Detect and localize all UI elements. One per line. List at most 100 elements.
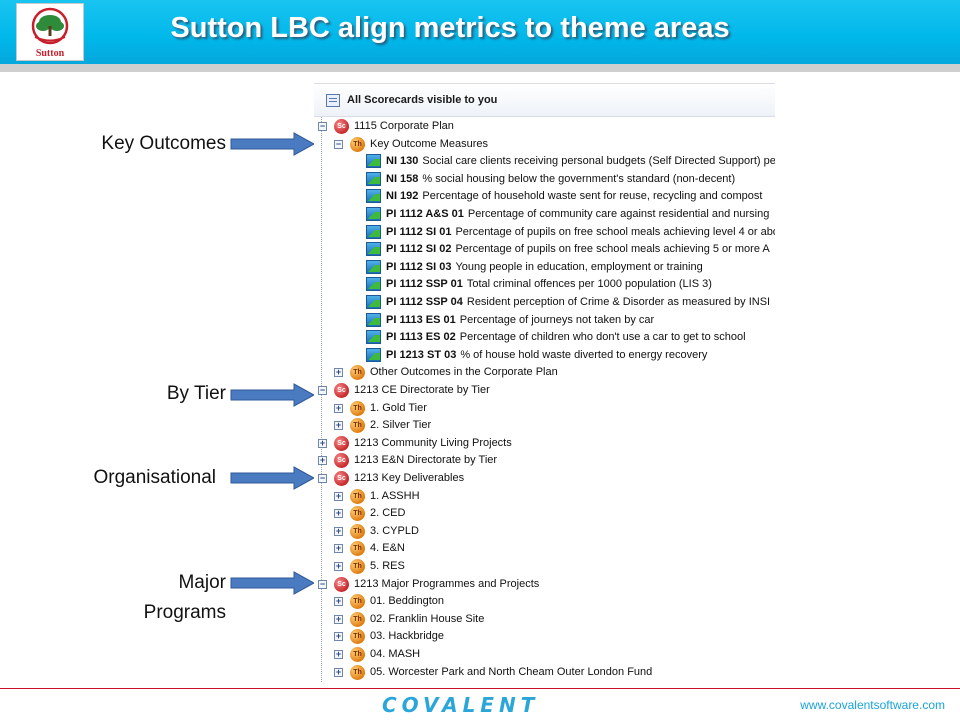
- item-text: 1115 Corporate Plan: [354, 120, 454, 132]
- item-text: 01. Beddington: [370, 595, 445, 608]
- arrow-right-icon: [230, 571, 316, 595]
- tree-theme-item[interactable]: + Th 01. Beddington: [314, 593, 775, 610]
- tree-item-label: PI 1213 ST 03% of house hold waste diver…: [386, 347, 707, 364]
- sutton-logo: Sutton: [16, 3, 84, 61]
- collapse-icon[interactable]: −: [318, 121, 327, 131]
- kpi-chart-icon: [366, 312, 381, 327]
- expand-icon[interactable]: +: [334, 508, 343, 519]
- tree-item-label: 1213 Major Programmes and Projects: [354, 576, 539, 593]
- tree-item-label: 4. E&N: [370, 540, 405, 557]
- page-title: Sutton LBC align metrics to theme areas: [170, 12, 730, 44]
- tree-theme-item[interactable]: + Th 04. MASH: [314, 646, 775, 663]
- expand-icon[interactable]: +: [334, 613, 343, 624]
- arrow-right-icon: [230, 466, 316, 490]
- item-text: 1213 Community Living Projects: [354, 436, 512, 449]
- kpi-chart-icon: [366, 277, 381, 292]
- expand-icon[interactable]: +: [334, 543, 343, 554]
- tree-item-label: Other Outcomes in the Corporate Plan: [370, 364, 558, 381]
- expand-icon[interactable]: +: [334, 649, 343, 659]
- kpi-code: PI 1112 SI 01: [386, 225, 452, 238]
- tree-guide-line: [321, 117, 322, 682]
- tree-item-label: 01. Beddington: [370, 593, 444, 610]
- label-major: Major: [178, 572, 226, 593]
- theme-icon: Th: [350, 647, 365, 662]
- kpi-code: PI 1112 SI 02: [386, 243, 452, 256]
- item-text: Percentage of pupils on free school meal…: [455, 225, 775, 238]
- item-text: % social housing below the government's …: [422, 172, 736, 185]
- tree-kpi-item[interactable]: NI 158% social housing below the governm…: [314, 171, 775, 188]
- scorecard-tree-header[interactable]: All Scorecards visible to you: [314, 83, 775, 117]
- item-text: Social care clients receiving personal b…: [422, 155, 775, 168]
- footer-url[interactable]: www.covalentsoftware.com: [800, 698, 945, 712]
- item-text: Key Outcome Measures: [370, 137, 488, 150]
- item-text: Percentage of children who don't use a c…: [459, 331, 746, 344]
- item-text: Young people in education, employment or…: [455, 260, 703, 273]
- collapse-icon[interactable]: −: [318, 578, 327, 589]
- expand-icon[interactable]: +: [334, 490, 343, 501]
- kpi-code: PI 1113 ES 02: [386, 331, 456, 344]
- expand-icon[interactable]: +: [334, 367, 343, 378]
- tree-kpi-item[interactable]: PI 1213 ST 03% of house hold waste diver…: [314, 347, 775, 364]
- expand-icon[interactable]: +: [334, 666, 343, 677]
- item-text: 1213 E&N Directorate by Tier: [354, 454, 498, 467]
- expand-icon[interactable]: +: [334, 596, 343, 607]
- tree-item-label: 2. Silver Tier: [370, 417, 431, 434]
- collapse-icon[interactable]: −: [318, 385, 327, 395]
- tree-item-label: 04. MASH: [370, 646, 420, 663]
- tree-scorecard-item[interactable]: + Sc 1213 Community Living Projects: [314, 435, 775, 452]
- expand-icon[interactable]: +: [318, 437, 327, 448]
- item-text: 1. ASSHH: [370, 489, 420, 502]
- scorecard-tree-title: All Scorecards visible to you: [347, 94, 498, 106]
- collapse-icon[interactable]: −: [318, 473, 327, 483]
- expand-icon[interactable]: +: [318, 455, 327, 466]
- collapse-icon[interactable]: −: [334, 138, 343, 149]
- kpi-code: PI 1112 A&S 01: [386, 208, 464, 220]
- label-organisational: Organisational: [93, 467, 216, 488]
- label-key-outcomes: Key Outcomes: [101, 133, 226, 154]
- theme-icon: Th: [350, 523, 365, 539]
- expand-icon[interactable]: +: [334, 420, 343, 431]
- expand-icon[interactable]: +: [334, 402, 343, 413]
- theme-icon: Th: [350, 506, 365, 522]
- kpi-chart-icon: [366, 242, 381, 257]
- theme-icon: Th: [350, 594, 365, 610]
- arrow-right-icon: [230, 132, 316, 156]
- tree-theme-item[interactable]: + Th 2. CED: [314, 505, 775, 522]
- scorecard-icon: Sc: [334, 435, 349, 451]
- item-text: Percentage of pupils on free school meal…: [455, 243, 770, 256]
- item-text: 05. Worcester Park and North Cheam Outer…: [370, 665, 653, 678]
- tree-item-label: 2. CED: [370, 505, 405, 522]
- expand-icon[interactable]: +: [334, 561, 343, 571]
- expand-icon[interactable]: +: [334, 631, 343, 642]
- expand-icon[interactable]: +: [334, 525, 343, 536]
